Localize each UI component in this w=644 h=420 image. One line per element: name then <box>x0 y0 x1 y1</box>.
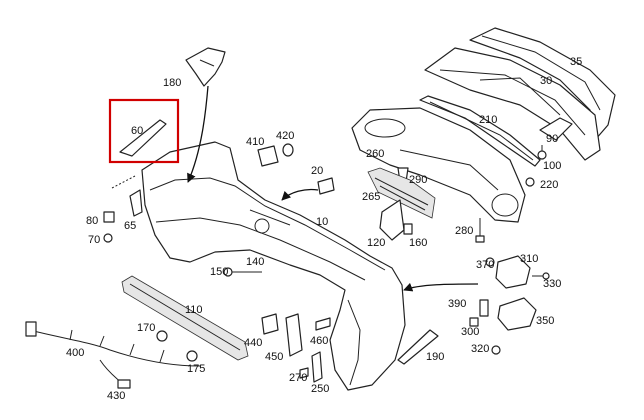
pin-280 <box>475 218 485 243</box>
label-440: 440 <box>244 337 262 349</box>
label-260: 260 <box>366 148 384 160</box>
bolt-100 <box>537 145 547 160</box>
label-430: 430 <box>107 390 125 402</box>
screw-320 <box>491 345 501 355</box>
label-190: 190 <box>426 351 444 363</box>
sensor-holder-410 <box>257 145 279 167</box>
absorber-110 <box>121 275 249 361</box>
clip-460 <box>315 317 331 331</box>
label-280: 280 <box>455 225 473 237</box>
nut-220 <box>525 177 535 187</box>
bracket-120 <box>379 199 405 241</box>
label-140: 140 <box>246 256 264 268</box>
label-150: 150 <box>210 266 228 278</box>
bracket-65 <box>129 189 143 217</box>
trim-strip-35 <box>469 27 616 141</box>
label-100: 100 <box>543 160 561 172</box>
bolt-140 <box>223 267 262 277</box>
label-65: 65 <box>124 220 136 232</box>
clip-370 <box>485 257 495 267</box>
module-310 <box>495 255 531 289</box>
clip-80 <box>103 211 115 223</box>
label-35: 35 <box>570 56 582 68</box>
arrow-350 <box>403 282 479 292</box>
label-220: 220 <box>540 179 558 191</box>
label-20: 20 <box>311 165 323 177</box>
sensor-175 <box>186 350 198 362</box>
part-labels: 10 20 30 35 60 65 70 80 90 100 110 120 1… <box>66 56 582 402</box>
label-400: 400 <box>66 347 84 359</box>
bracket-250 <box>311 351 323 383</box>
label-175: 175 <box>187 363 205 375</box>
label-450: 450 <box>265 351 283 363</box>
label-390: 390 <box>448 298 466 310</box>
bracket-450 <box>285 313 303 357</box>
label-160: 160 <box>409 237 427 249</box>
label-10: 10 <box>316 216 328 228</box>
wiring-harness-400 <box>25 321 201 385</box>
label-330: 330 <box>543 278 561 290</box>
screw-70 <box>103 233 113 243</box>
label-110: 110 <box>185 304 203 316</box>
label-120: 120 <box>367 237 385 249</box>
label-80: 80 <box>86 215 98 227</box>
screw-330 <box>532 272 550 280</box>
clip-390 <box>479 299 489 317</box>
label-170: 170 <box>137 322 155 334</box>
label-30: 30 <box>540 75 552 87</box>
bracket-440 <box>261 313 279 335</box>
motor-350 <box>497 297 537 331</box>
label-90: 90 <box>546 133 558 145</box>
clip-90 <box>539 117 573 141</box>
label-310: 310 <box>520 253 538 265</box>
strip-210 <box>419 95 541 167</box>
cap-20 <box>317 177 335 195</box>
arrow-180 <box>187 85 209 183</box>
label-250: 250 <box>311 383 329 395</box>
highlight-box-60 <box>108 98 180 164</box>
label-320: 320 <box>471 343 489 355</box>
arrow-20 <box>281 188 319 201</box>
label-370: 370 <box>476 259 494 271</box>
label-290: 290 <box>409 174 427 186</box>
ring-420 <box>282 143 294 157</box>
trim-panel-30 <box>424 47 601 161</box>
clip-270 <box>299 367 309 379</box>
sensor-170 <box>156 330 168 342</box>
bracket-180 <box>185 47 226 87</box>
label-60: 60 <box>131 125 143 137</box>
strip-190 <box>397 329 439 365</box>
diffuser-260 <box>351 107 526 223</box>
part-300 <box>469 317 479 327</box>
label-70: 70 <box>88 234 100 246</box>
sensor-430 <box>117 379 131 389</box>
label-420: 420 <box>276 130 294 142</box>
clip-160 <box>403 223 413 235</box>
label-180: 180 <box>163 77 181 89</box>
label-410: 410 <box>246 136 264 148</box>
label-270: 270 <box>289 372 307 384</box>
label-460: 460 <box>310 335 328 347</box>
label-300: 300 <box>461 326 479 338</box>
strip-60 <box>119 119 167 157</box>
bumper-cover-10 <box>141 141 406 391</box>
label-265: 265 <box>362 191 380 203</box>
label-350: 350 <box>536 315 554 327</box>
grille-265 <box>367 167 436 219</box>
label-210: 210 <box>479 114 497 126</box>
